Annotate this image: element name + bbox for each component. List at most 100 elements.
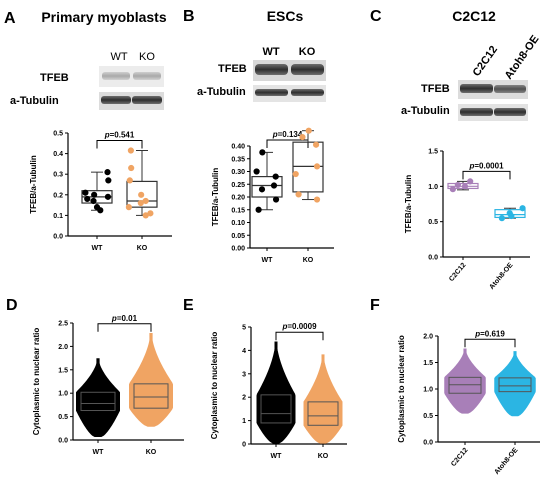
- data-point-a-0-3: [91, 191, 98, 198]
- panel-title-a: Primary myoblasts: [41, 9, 166, 25]
- violin-e-0: [256, 341, 296, 444]
- box-f-1: [498, 377, 532, 393]
- chart-panel-b: 0.000.050.100.150.200.250.300.350.40TFEB…: [211, 127, 334, 264]
- data-point-a-1-3: [138, 191, 145, 198]
- band-b-tubulin-wt: [255, 89, 288, 96]
- violin-f-0: [444, 348, 486, 414]
- band-label-b-tfeb: TFEB: [218, 63, 247, 75]
- band-label-c-tubulin: a-Tubulin: [401, 105, 450, 117]
- y-tick-label-b-6: 0.30: [231, 169, 245, 176]
- p-value-b: p=0.134: [272, 130, 303, 139]
- data-point-a-1-2: [126, 177, 133, 184]
- data-point-b-1-5: [295, 191, 302, 198]
- band-c-tfeb-atoh8: [494, 85, 526, 93]
- significance-bracket-c: [462, 170, 511, 180]
- box-e-1: [307, 401, 339, 426]
- p-value-e: p=0.0009: [281, 322, 317, 331]
- y-axis-label-a: TFEB/a-Tubulin: [29, 155, 38, 214]
- data-point-b-0-0: [259, 149, 266, 156]
- panel-letter-f: F: [370, 297, 380, 314]
- band-c-tfeb-c2c12: [460, 84, 493, 93]
- y-tick-label-a-0: 0.0: [53, 234, 63, 241]
- x-tick-label-f-1: Atoh8-OE: [493, 447, 519, 476]
- box-d-1: [133, 383, 169, 409]
- band-b-tfeb-wt: [255, 64, 288, 75]
- data-point-b-0-2: [272, 173, 279, 180]
- panel-letter-e: E: [183, 297, 194, 314]
- lane-label-a-2: KO: [139, 51, 155, 63]
- box-b-0: [251, 176, 283, 198]
- y-tick-label-b-1: 0.05: [231, 233, 245, 240]
- lane-label-a-1: WT: [110, 51, 127, 63]
- y-tick-label-e-2: 2: [242, 395, 246, 402]
- box-d-0: [80, 391, 116, 412]
- x-tick-label-f-0: C2C12: [450, 447, 469, 468]
- panel-letter-a: A: [4, 10, 16, 27]
- data-point-b-1-0: [305, 127, 312, 134]
- y-tick-label-f-1: 0.5: [423, 413, 433, 420]
- lane-label-c-1: C2C12: [471, 44, 500, 79]
- band-label-b-tubulin: a-Tubulin: [197, 86, 246, 98]
- p-value-d: p=0.01: [111, 314, 138, 323]
- panel-letter-b: B: [183, 8, 195, 25]
- p-value-c: p=0.0001: [468, 161, 504, 170]
- y-tick-label-a-5: 0.5: [53, 131, 63, 138]
- significance-bracket-e: [275, 331, 324, 341]
- y-tick-label-a-4: 0.4: [53, 151, 63, 158]
- data-point-c-0-3: [449, 186, 456, 193]
- y-tick-label-f-0: 0.0: [423, 440, 433, 447]
- band-a-tubulin-wt: [101, 96, 131, 104]
- x-tick-label-a-1: KO: [137, 245, 148, 252]
- lane-label-b-1: WT: [262, 46, 279, 58]
- y-tick-label-b-5: 0.25: [231, 182, 245, 189]
- y-tick-label-a-3: 0.3: [53, 172, 63, 179]
- y-tick-label-e-0: 0: [242, 442, 246, 449]
- data-point-b-0-3: [270, 182, 278, 189]
- y-tick-label-e-4: 4: [242, 348, 246, 355]
- data-point-b-0-5: [272, 196, 280, 203]
- lane-label-c-2: Atoh8-OE: [503, 33, 542, 81]
- data-point-a-1-8: [142, 212, 149, 219]
- data-point-b-1-4: [292, 170, 299, 178]
- band-c-tubulin-c2c12: [460, 108, 493, 116]
- band-b-tfeb-ko: [291, 64, 324, 75]
- y-tick-label-f-2: 1.0: [423, 387, 433, 394]
- data-point-a-1-6: [125, 204, 132, 211]
- data-point-a-1-1: [128, 164, 135, 172]
- data-point-b-0-1: [253, 168, 260, 175]
- y-tick-label-b-0: 0.00: [231, 246, 245, 253]
- data-point-c-0-0: [467, 178, 474, 185]
- y-tick-label-d-1: 0.5: [58, 414, 68, 421]
- x-tick-label-b-0: WT: [262, 257, 274, 264]
- violin-d-1: [129, 333, 173, 427]
- y-tick-label-d-0: 0.0: [58, 438, 68, 445]
- y-tick-label-b-2: 0.10: [231, 220, 245, 227]
- y-tick-label-e-5: 5: [242, 325, 246, 332]
- data-point-c-1-3: [498, 215, 505, 222]
- y-axis-label-c: TFEB/a-Tubulin: [404, 175, 413, 234]
- y-tick-label-c-2: 1.0: [428, 184, 438, 191]
- data-point-b-1-3: [313, 163, 321, 170]
- y-tick-label-b-4: 0.20: [231, 195, 245, 202]
- p-value-a: p=0.541: [104, 131, 135, 140]
- y-tick-label-b-8: 0.40: [231, 144, 245, 151]
- panel-title-b: ESCs: [267, 8, 304, 24]
- blot-panel-b: ESCs WT KO TFEB a-Tubulin: [197, 8, 326, 102]
- data-point-b-0-6: [255, 206, 262, 213]
- data-point-a-0-4: [104, 193, 112, 200]
- band-a-tfeb-wt: [102, 72, 130, 80]
- y-tick-label-e-3: 3: [242, 371, 246, 378]
- y-tick-label-f-4: 2.0: [423, 334, 433, 341]
- box-b-1: [292, 141, 324, 193]
- significance-bracket-a: [96, 140, 143, 149]
- significance-bracket-f: [464, 338, 516, 348]
- y-tick-label-b-7: 0.35: [231, 156, 245, 163]
- x-tick-label-c-1: Atoh8-OE: [488, 262, 514, 291]
- y-tick-label-d-4: 2.0: [58, 344, 68, 351]
- y-tick-label-a-1: 0.1: [53, 213, 63, 220]
- y-axis-label-b: TFEB/a-Tubulin: [211, 168, 220, 227]
- panel-letter-c: C: [370, 8, 382, 25]
- band-label-a-tubulin: a-Tubulin: [10, 95, 59, 107]
- band-label-a-tfeb: TFEB: [40, 72, 69, 84]
